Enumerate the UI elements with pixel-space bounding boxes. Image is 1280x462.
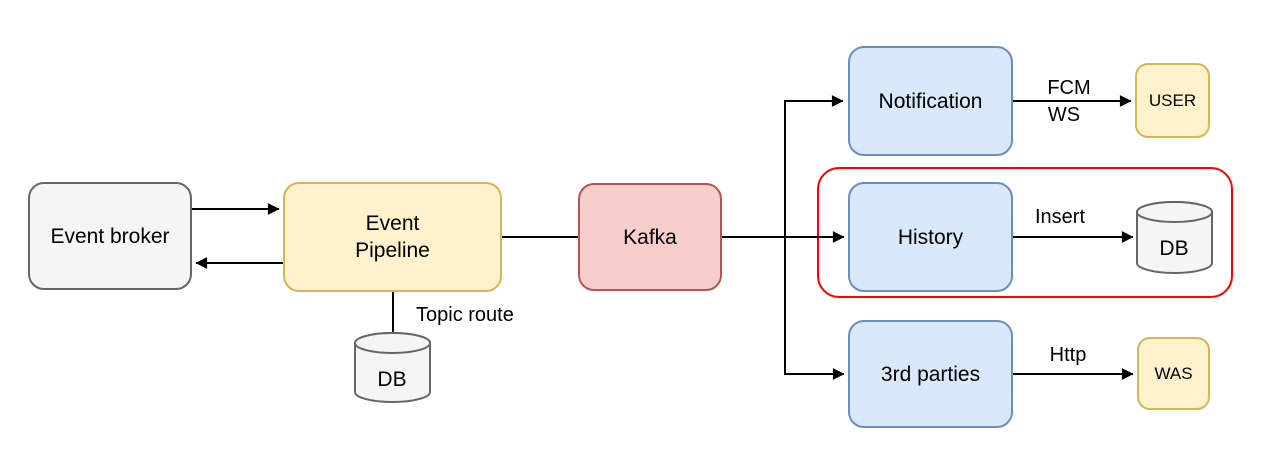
node-event-pipeline-line1: Event	[365, 212, 420, 235]
node-kafka-label: Kafka	[623, 225, 677, 249]
node-user: USER	[1135, 63, 1210, 138]
node-history-label: History	[897, 225, 964, 249]
node-event-pipeline-label: Event Pipeline	[355, 210, 430, 264]
node-third-parties-label: 3rd parties	[880, 362, 981, 386]
node-notification-label: Notification	[878, 89, 983, 113]
topic-db-cylinder-icon	[354, 332, 431, 403]
node-user-label: USER	[1148, 91, 1197, 110]
edge-label-fcm: FCM	[1047, 77, 1091, 99]
history-db-cylinder-icon	[1136, 201, 1213, 274]
history-db-label: DB	[1159, 237, 1189, 260]
node-event-broker-label: Event broker	[50, 224, 170, 248]
node-history: History	[848, 182, 1013, 292]
node-was: WAS	[1137, 337, 1210, 410]
node-event-pipeline: Event Pipeline	[283, 182, 502, 292]
edge-branch-to-notification	[784, 95, 844, 237]
node-notification: Notification	[848, 46, 1013, 156]
edge-label-ws: WS	[1047, 104, 1081, 126]
edge-label-topic-route: Topic route	[416, 304, 514, 326]
node-kafka: Kafka	[578, 183, 722, 291]
edge-label-insert: Insert	[1034, 206, 1086, 228]
node-event-pipeline-line2: Pipeline	[355, 239, 430, 262]
history-group-container	[817, 167, 1233, 298]
topic-db-label: DB	[377, 368, 407, 391]
node-third-parties: 3rd parties	[848, 320, 1013, 428]
edge-label-http: Http	[1049, 344, 1087, 366]
node-event-broker: Event broker	[28, 182, 192, 290]
node-was-label: WAS	[1154, 364, 1193, 383]
edge-branch-to-third-parties	[784, 237, 845, 380]
